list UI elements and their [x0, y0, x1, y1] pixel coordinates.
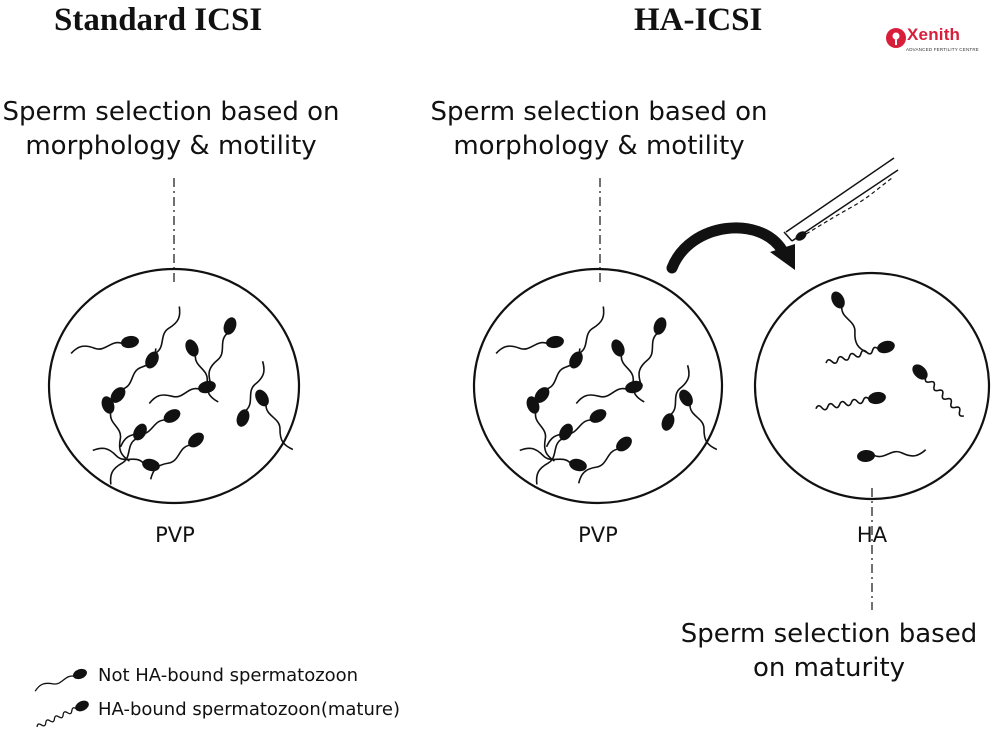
- title-ha-icsi: HA-ICSI: [634, 2, 763, 38]
- legend-label-bound: HA-bound spermatozoon(mature): [98, 698, 400, 720]
- legend-item-not-bound: Not HA-bound spermatozoon: [20, 660, 358, 690]
- dish-label-middle-pvp: PVP: [578, 523, 618, 547]
- dish-ha: [753, 271, 991, 501]
- injection-pipette-icon: [783, 157, 899, 242]
- legend-item-bound: HA-bound spermatozoon(mature): [20, 694, 400, 724]
- logo-mark-icon: [886, 28, 906, 48]
- logo-wordmark: Xenith: [907, 25, 961, 44]
- caption-maturity-selection: Sperm selection based on maturity: [680, 619, 978, 683]
- dish-label-left-pvp: PVP: [155, 523, 195, 547]
- ha-dish-sperm-group: [814, 288, 969, 464]
- caption-standard-selection: Sperm selection based on morphology & mo…: [2, 97, 340, 161]
- middle-dish-sperm-group: [494, 303, 722, 488]
- legend-label-not-bound: Not HA-bound spermatozoon: [98, 664, 359, 686]
- dish-middle-pvp: [472, 267, 724, 505]
- logo-tagline: ADVANCED FERTILITY CENTRE: [906, 47, 980, 52]
- xenith-logo: Xenith ADVANCED FERTILITY CENTRE: [885, 24, 983, 58]
- transfer-arrow-icon: [666, 222, 795, 274]
- title-standard-icsi: Standard ICSI: [54, 2, 263, 38]
- caption-ha-morphology-selection: Sperm selection based on morphology & mo…: [430, 97, 768, 161]
- left-dish-sperm-group: [69, 303, 298, 488]
- dish-left-pvp: [47, 267, 301, 505]
